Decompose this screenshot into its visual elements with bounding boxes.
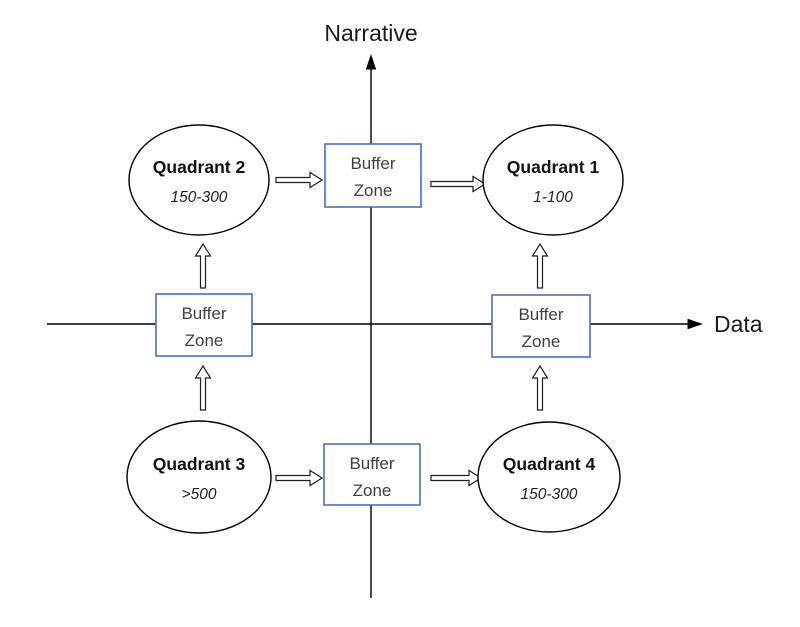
quadrant-4-ellipse [477, 421, 621, 533]
buffer-zone-top: Buffer Zone [324, 143, 422, 208]
arrow-q4-to-right-buffer-icon [531, 364, 549, 411]
buffer-zone-bottom: Buffer Zone [323, 443, 421, 506]
quadrant-1-ellipse [482, 124, 624, 236]
quadrant-1-range: 1-100 [533, 189, 573, 206]
arrow-q3-to-left-buffer-icon [194, 364, 212, 411]
quadrant-2-title: Quadrant 2 [153, 157, 246, 177]
arrow-q2-to-top-buffer-icon [275, 171, 324, 189]
buffer-zone-right: Buffer Zone [491, 294, 591, 358]
buffer-zone-left-box [155, 293, 253, 357]
buffer-zone-bottom-label-line1: Buffer [349, 454, 394, 473]
quadrant-1-title: Quadrant 1 [507, 157, 600, 177]
quadrant-3-title: Quadrant 3 [153, 454, 246, 474]
quadrant-2-range: 150-300 [171, 189, 228, 206]
quadrant-1: Quadrant 1 1-100 [482, 124, 624, 236]
buffer-zone-top-label-line2: Zone [354, 181, 393, 200]
arrow-top-buffer-to-q1-icon [430, 175, 487, 193]
x-axis-label: Data [714, 311, 763, 337]
quadrant-2: Quadrant 2 150-300 [128, 124, 270, 236]
buffer-zone-bottom-box [323, 443, 421, 506]
quadrant-4: Quadrant 4 150-300 [477, 421, 621, 533]
arrow-left-buffer-to-q2-icon [194, 242, 212, 289]
buffer-zone-right-label-line1: Buffer [518, 305, 563, 324]
x-axis-arrowhead-icon [687, 318, 703, 330]
buffer-zone-left: Buffer Zone [155, 293, 253, 357]
quadrant-2-ellipse [128, 124, 270, 236]
quadrant-3-ellipse [126, 420, 272, 534]
buffer-zone-left-label-line1: Buffer [181, 304, 226, 323]
arrow-q3-to-bottom-buffer-icon [275, 469, 324, 487]
y-axis-label: Narrative [324, 20, 417, 46]
buffer-zone-left-label-line2: Zone [185, 331, 224, 350]
y-axis-arrowhead-icon [365, 54, 377, 70]
quadrant-4-range: 150-300 [521, 486, 578, 503]
buffer-zone-top-label-line1: Buffer [350, 154, 395, 173]
quadrant-4-title: Quadrant 4 [503, 454, 596, 474]
quadrant-3-range: >500 [182, 486, 217, 503]
buffer-zone-right-label-line2: Zone [522, 332, 561, 351]
arrow-right-buffer-to-q1-icon [531, 242, 549, 289]
arrow-bottom-buffer-to-q4-icon [430, 469, 483, 487]
quadrant-3: Quadrant 3 >500 [126, 420, 272, 534]
buffer-zone-top-box [324, 143, 422, 208]
buffer-zone-bottom-label-line2: Zone [353, 481, 392, 500]
buffer-zone-right-box [491, 294, 591, 358]
